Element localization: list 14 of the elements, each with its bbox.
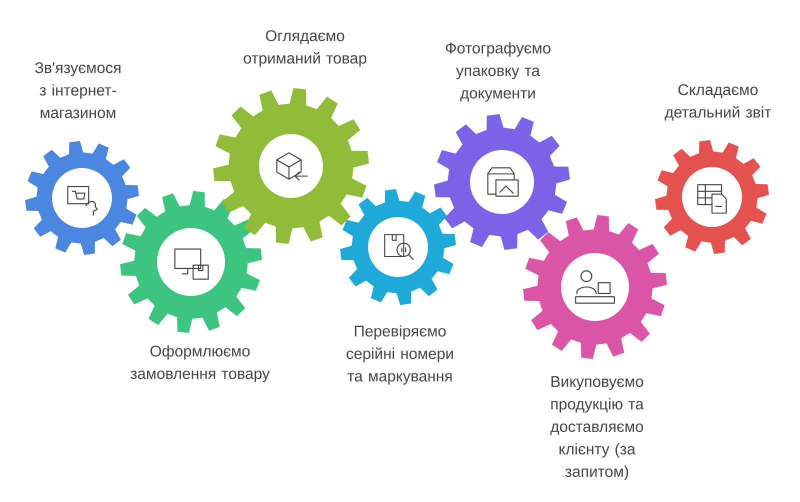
step-label: Оглядаємо отриманий товар: [244, 30, 366, 67]
step-label: Зв'язуємося з інтернет-магазином: [35, 62, 120, 118]
gear: [25, 141, 139, 255]
gear: [340, 189, 456, 305]
gear: [523, 215, 667, 359]
step-label: Викуповуємо продукцію та доставляємо клієнту (за запитом): [550, 376, 644, 480]
step-label: Складаємо детальний звіт: [664, 84, 772, 121]
gear: [120, 191, 262, 333]
step-label: Фотографуємо упаковку та документи: [446, 42, 550, 102]
step-label: Перевіряємо серійні номери та маркування: [346, 325, 453, 385]
gear: [655, 140, 769, 254]
gear: [213, 88, 369, 244]
gear: [434, 114, 570, 250]
step-label: Оформлюємо замовлення товару: [130, 345, 270, 382]
